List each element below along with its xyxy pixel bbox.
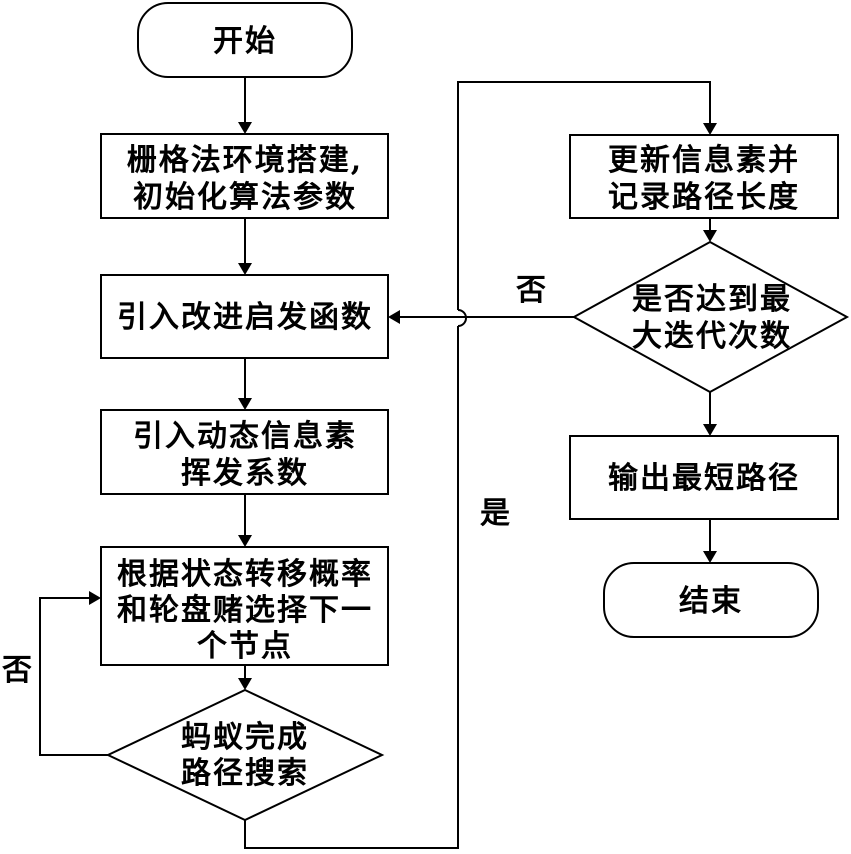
arrowhead-heuristic-volatility bbox=[238, 398, 252, 410]
volatility-label-2: 挥发系数 bbox=[181, 456, 309, 491]
ant-done-label-1: 蚂蚁完成 bbox=[181, 720, 309, 755]
heuristic-box bbox=[100, 274, 389, 359]
arrowhead-output-end bbox=[703, 551, 717, 563]
max-iter-label-2: 大迭代次数 bbox=[632, 319, 792, 354]
update-label-1: 更新信息素并 bbox=[608, 143, 800, 178]
end-label: 结束 bbox=[679, 584, 743, 619]
arrowhead-start-grid bbox=[238, 122, 252, 134]
grid-setup-box bbox=[100, 133, 389, 219]
arrowhead-grid-heuristic bbox=[238, 263, 252, 275]
arrowhead-update-maxiter bbox=[703, 230, 717, 242]
output-label: 输出最短路径 bbox=[608, 461, 800, 496]
select-next-label-1: 根据状态转移概率 bbox=[117, 557, 373, 592]
arrowhead-maxiter-output bbox=[703, 424, 717, 436]
max-iter-decision bbox=[571, 240, 850, 394]
edge-ant-yes bbox=[244, 326, 459, 849]
edge-ant-no-loop bbox=[39, 597, 108, 756]
ant-done-decision bbox=[105, 688, 385, 822]
arrowhead-volatility-select bbox=[238, 535, 252, 547]
heuristic-label: 引入改进启发函数 bbox=[117, 300, 373, 335]
arrowhead-ant-no-loop bbox=[89, 591, 101, 605]
arrowhead-iter-no bbox=[388, 310, 400, 324]
end-terminal bbox=[603, 562, 819, 638]
arrowhead-select-ant bbox=[238, 678, 252, 690]
select-next-label-3: 个节点 bbox=[197, 629, 293, 664]
ant-no-label: 否 bbox=[2, 653, 34, 688]
iter-no-label: 否 bbox=[516, 273, 548, 308]
volatility-label-1: 引入动态信息素 bbox=[133, 419, 357, 454]
grid-setup-label-2: 初始化算法参数 bbox=[133, 180, 357, 215]
ant-yes-label: 是 bbox=[480, 496, 512, 531]
grid-setup-label-1: 栅格法环境搭建, bbox=[127, 143, 363, 178]
edge-ant-yes-upper bbox=[457, 81, 711, 310]
arrowhead-ant-yes bbox=[703, 123, 717, 135]
max-iter-label-1: 是否达到最 bbox=[632, 282, 792, 317]
update-box bbox=[569, 134, 839, 219]
volatility-box bbox=[100, 409, 389, 495]
output-box bbox=[569, 435, 839, 520]
select-next-label-2: 和轮盘赌选择下一 bbox=[117, 593, 373, 628]
start-label: 开始 bbox=[213, 24, 277, 59]
update-label-2: 记录路径长度 bbox=[608, 180, 800, 215]
ant-done-label-2: 路径搜索 bbox=[181, 756, 309, 791]
